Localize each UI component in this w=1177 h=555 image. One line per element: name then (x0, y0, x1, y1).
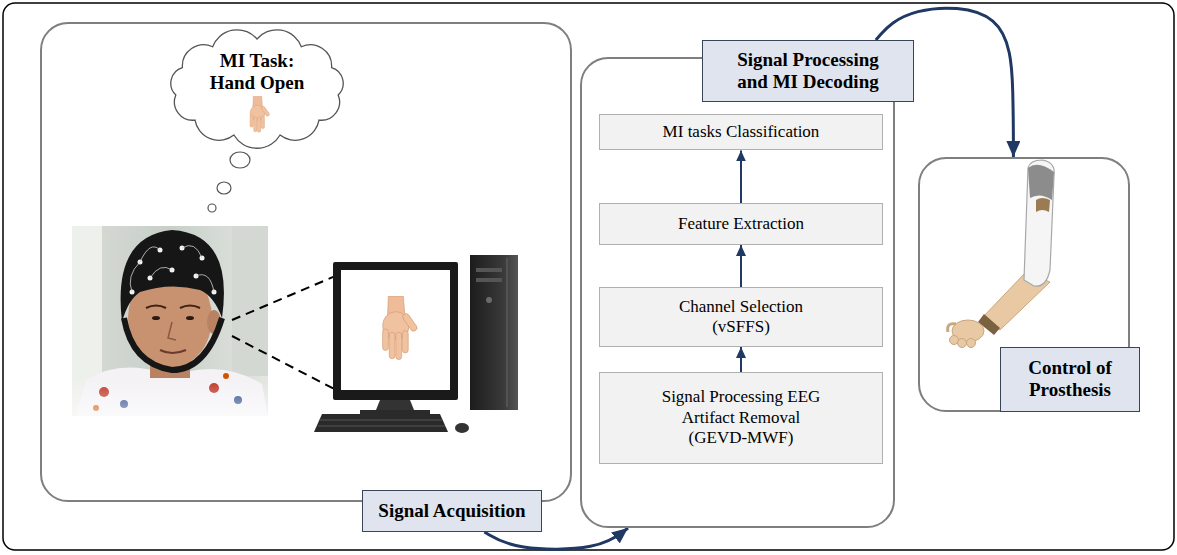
gaze-lines (232, 274, 340, 320)
prosthesis-picture (948, 324, 956, 332)
computer-tower (470, 255, 518, 410)
computer-tower (476, 278, 502, 282)
flow-arrow (740, 245, 742, 287)
process-text: Feature Extraction (678, 214, 804, 234)
subject-photo (124, 318, 222, 370)
computer-tower (476, 268, 502, 272)
process-text: Signal Processing EEG Artifact Removal (… (652, 387, 830, 448)
outer-frame (3, 3, 1174, 550)
prosthesis-picture (967, 339, 976, 348)
subject-photo (186, 316, 194, 320)
subject-photo (140, 247, 160, 262)
subject-photo (180, 306, 200, 309)
cloud-outline (171, 30, 343, 148)
subject-photo (72, 380, 268, 442)
stage-panel: Signal AcquisitionMI Task: Hand Open (40, 22, 572, 502)
gaze-lines (232, 274, 340, 392)
gaze-lines (232, 336, 340, 392)
subject-photo (130, 246, 217, 295)
process-box: Signal Processing EEG Artifact Removal (… (599, 372, 883, 464)
subject-photo (182, 246, 202, 258)
subject-photo (223, 373, 229, 379)
subject-photo (72, 226, 268, 442)
heading-box: Signal Acquisition (362, 490, 542, 532)
heading-text: Control of Prosthesis (1013, 357, 1127, 401)
computer-monitor (333, 262, 458, 400)
flow-arrow (740, 150, 742, 203)
thought-bubbles (208, 152, 250, 212)
process-box: Channel Selection (vSFFS) (599, 287, 883, 347)
subject-photo (168, 322, 176, 340)
process-box: MI tasks Classification (599, 114, 883, 150)
prosthesis-picture (1024, 160, 1054, 286)
computer-monitor (333, 262, 458, 414)
subject-photo (121, 230, 224, 322)
keyboard-mouse (314, 414, 469, 433)
heading-text: Signal Processing and MI Decoding (726, 49, 889, 93)
computer-monitor (341, 270, 450, 390)
prosthesis-picture (948, 160, 1055, 348)
heading-text: Signal Acquisition (378, 500, 525, 522)
heading-box: Signal Processing and MI Decoding (702, 40, 914, 102)
hand-picture (250, 96, 270, 132)
subject-photo (196, 275, 214, 292)
subject-photo (130, 246, 214, 292)
prosthesis-picture (1036, 198, 1050, 212)
computer-monitor (376, 400, 414, 410)
hand-picture (383, 296, 419, 360)
prosthesis-picture (958, 339, 967, 348)
thought-cloud: MI Task: Hand Open (162, 26, 352, 150)
thought-bubbles (230, 152, 250, 168)
flow-arrow (740, 347, 742, 372)
keyboard-mouse (318, 426, 445, 427)
keyboard-mouse (455, 423, 469, 433)
connector-group (484, 8, 1013, 549)
stage-panel: Control of Prosthesis (918, 157, 1130, 412)
subject-photo (152, 316, 160, 320)
computer-tower (507, 258, 508, 407)
keyboard-mouse (314, 414, 448, 432)
heading-box: Control of Prosthesis (1000, 347, 1140, 412)
thought-bubbles (217, 182, 231, 194)
keyboard-mouse (320, 420, 442, 421)
computer-tower (486, 297, 492, 303)
subject-photo (130, 262, 140, 292)
subject-photo (146, 306, 166, 309)
process-text: Channel Selection (vSFFS) (652, 297, 830, 338)
subject-photo (232, 226, 268, 376)
prosthesis-picture (1028, 165, 1054, 200)
stage-panel: Signal Processing and MI DecodingMI task… (580, 57, 895, 528)
process-box: Feature Extraction (599, 203, 883, 245)
process-text: MI tasks Classification (663, 122, 820, 142)
thought-text: MI Task: Hand Open (205, 50, 310, 94)
computer-tower (470, 255, 518, 410)
computer-monitor (360, 410, 430, 414)
thought-bubbles (208, 204, 216, 212)
subject-photo (160, 350, 186, 353)
subject-photo (150, 267, 172, 278)
